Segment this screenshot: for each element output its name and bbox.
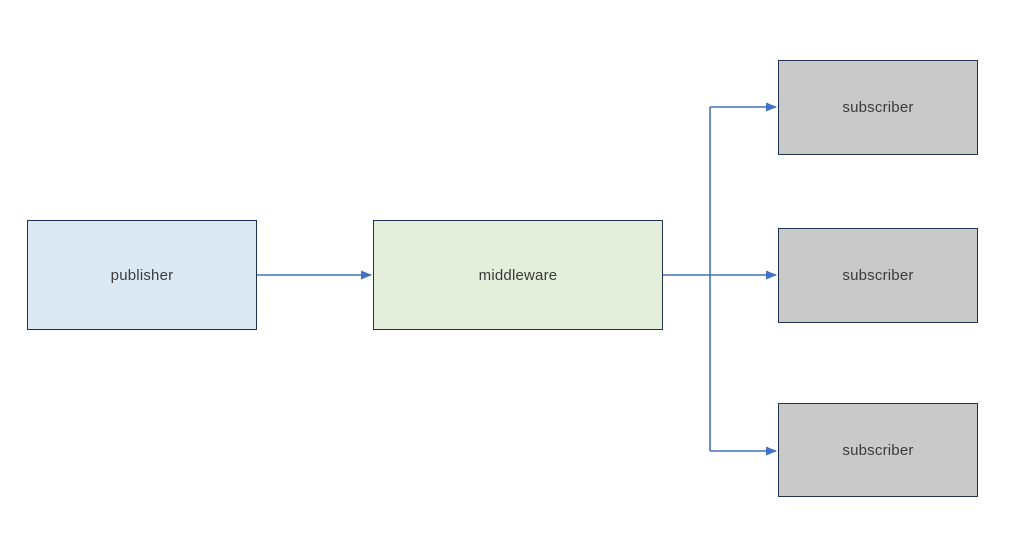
node-subscriber-2-label: subscriber [842, 267, 914, 284]
node-middleware: middleware [373, 220, 663, 330]
node-publisher-label: publisher [110, 266, 174, 284]
node-subscriber-1-label: subscriber [842, 99, 914, 116]
node-middleware-label: middleware [478, 266, 558, 284]
node-subscriber-3-label: subscriber [842, 441, 914, 459]
node-publisher: publisher [27, 220, 257, 330]
node-subscriber-3: subscriber [778, 403, 978, 497]
node-subscriber-2: subscriber [778, 228, 978, 323]
node-subscriber-1: subscriber [778, 60, 978, 155]
